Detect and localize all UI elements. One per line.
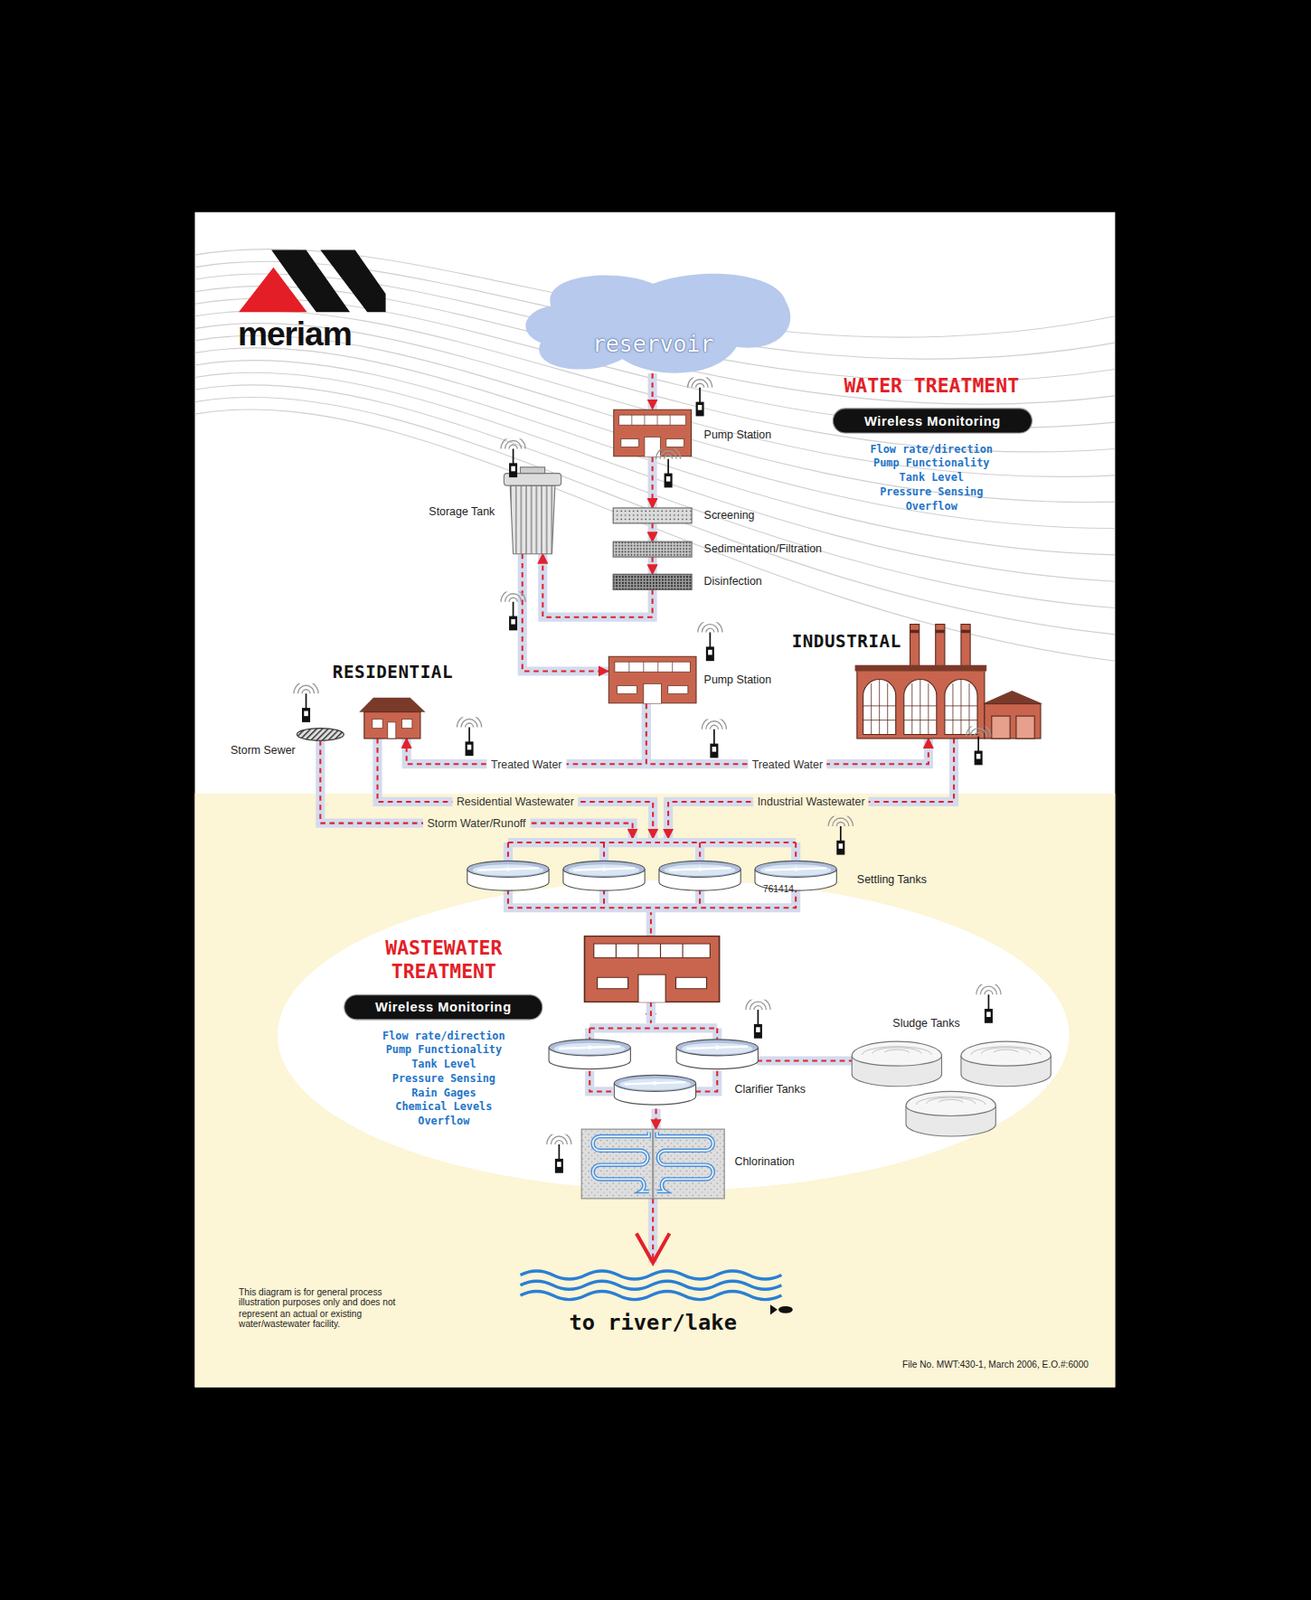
flow-connector	[652, 1198, 654, 1264]
wave-line	[195, 359, 1116, 555]
edge-label: Treated Water	[747, 757, 827, 771]
industrial-plant: INDUSTRIAL	[857, 669, 1041, 739]
node-label: WASTEWATER TREATMENT	[367, 936, 520, 983]
settling-tanks: Settling Tanks	[467, 839, 850, 911]
node-label: Sludge Tanks	[892, 1016, 960, 1030]
wave-line	[195, 385, 1116, 609]
reservoir-cloud: reservoir	[530, 277, 792, 380]
residential-house: RESIDENTIAL	[362, 697, 424, 739]
node-label: Settling Tanks	[857, 872, 927, 887]
filtration-stage: Sedimentation/Filtration	[613, 541, 692, 557]
text-label: WATER TREATMENT	[843, 374, 1019, 398]
wave-line	[195, 396, 1116, 635]
text-label: meriam	[237, 313, 352, 355]
text-label: Tank Level	[899, 471, 964, 484]
node-label: RESIDENTIAL	[332, 661, 453, 683]
storage-tank: Storage Tank	[503, 467, 561, 555]
text-label: Flow rate/direction	[869, 442, 993, 455]
text-label: This diagram is for general process illu…	[238, 1287, 415, 1330]
text-label: Overflow	[905, 499, 958, 513]
flow-connector	[655, 1109, 657, 1131]
pump-station: Pump Station	[613, 408, 692, 457]
node-label: Pump Station	[704, 673, 773, 688]
edge-label: Storm Water/Runoff	[423, 817, 530, 830]
wave-line	[195, 409, 1116, 661]
node-label: INDUSTRIAL	[792, 631, 902, 652]
flow-connector	[651, 523, 653, 542]
sludge-tanks: Sludge Tanks	[851, 1035, 1046, 1132]
storm-sewer: Storm Sewer	[296, 728, 344, 742]
flow-connector	[756, 1060, 852, 1062]
flow-connector	[651, 457, 653, 509]
wave-line	[195, 372, 1116, 582]
clarifier-tanks: Clarifier Tanks	[548, 1023, 757, 1110]
node-label: Storm Sewer	[230, 744, 296, 758]
edge-label: Treated Water	[487, 757, 566, 771]
wave-line	[195, 348, 1116, 529]
text-label: Flow rate/direction	[382, 1028, 506, 1042]
node-label: to river/lake	[568, 1310, 736, 1336]
text-label: Pump Functionality	[386, 1043, 502, 1057]
text-label: Pressure Sensing	[879, 485, 983, 499]
pump-station: Pump Station	[608, 656, 698, 705]
edge-label: Residential Wastewater	[452, 795, 578, 809]
edge-label: Industrial Wastewater	[753, 795, 869, 809]
text-label: Overflow	[417, 1114, 470, 1128]
node-label: Screening	[704, 508, 755, 522]
node-label: Wireless Monitoring	[864, 413, 1001, 430]
text-label: File No. MWT:430-1, March 2006, E.O.#:60…	[902, 1359, 1089, 1371]
node-label: Clarifier Tanks	[734, 1083, 805, 1097]
text-label: Tank Level	[411, 1057, 476, 1071]
text-label: Rain Gages	[411, 1085, 476, 1099]
chlorination-basin: Chlorination	[581, 1129, 725, 1199]
flow-connector	[320, 740, 632, 839]
text-label: Pressure Sensing	[392, 1072, 496, 1085]
node-label: Wireless Monitoring	[375, 999, 512, 1017]
screening-stage: Screening	[613, 508, 692, 524]
flow-connector	[406, 704, 647, 765]
node-label: Chlorination	[734, 1155, 794, 1170]
node-label: Pump Station	[704, 427, 773, 442]
monitoring-pill: Wireless Monitoring	[832, 407, 1033, 434]
node-label: reservoir	[592, 331, 715, 359]
flow-connector	[651, 556, 653, 575]
node-label: Sedimentation/Filtration	[704, 542, 822, 557]
flow-connector	[522, 554, 609, 672]
river-lake: to river/lake	[515, 1263, 792, 1335]
flow-connector	[651, 373, 653, 409]
text-label: Pump Functionality	[873, 456, 990, 470]
node-label: Storage Tank	[428, 505, 495, 519]
monitoring-pill: Wireless Monitoring	[343, 994, 543, 1020]
text-label: 761414	[763, 884, 794, 896]
node-label: Disinfection	[704, 575, 763, 589]
disinfection-stage: Disinfection	[613, 574, 692, 590]
text-label: Chemical Levels	[395, 1100, 492, 1113]
